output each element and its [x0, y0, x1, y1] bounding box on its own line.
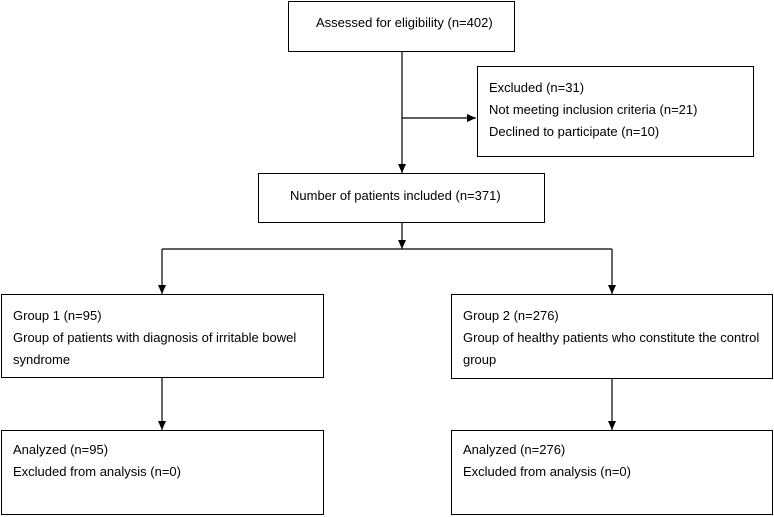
excluded-reason-declined: Declined to participate (n=10)	[489, 124, 660, 139]
analysis-2-analyzed: Analyzed (n=276)	[463, 442, 566, 457]
included-text: Number of patients included (n=371)	[290, 188, 501, 203]
assessed-box: Assessed for eligibility (n=402)	[288, 1, 515, 52]
excluded-title: Excluded (n=31)	[489, 80, 585, 95]
group-2-description: Group of healthy patients who constitute…	[463, 330, 760, 367]
analysis-2-excluded: Excluded from analysis (n=0)	[463, 464, 631, 479]
group-2-title: Group 2 (n=276)	[463, 308, 559, 323]
analysis-1-box: Analyzed (n=95) Excluded from analysis (…	[1, 430, 324, 515]
included-box: Number of patients included (n=371)	[258, 173, 545, 223]
analysis-1-analyzed: Analyzed (n=95)	[13, 442, 109, 457]
excluded-reason-criteria: Not meeting inclusion criteria (n=21)	[489, 102, 698, 117]
group-1-box: Group 1 (n=95) Group of patients with di…	[1, 294, 324, 378]
group-1-description: Group of patients with diagnosis of irri…	[13, 330, 297, 367]
group-1-title: Group 1 (n=95)	[13, 308, 102, 323]
analysis-1-excluded: Excluded from analysis (n=0)	[13, 464, 181, 479]
excluded-box: Excluded (n=31) Not meeting inclusion cr…	[477, 66, 754, 157]
assessed-text: Assessed for eligibility (n=402)	[316, 15, 493, 30]
group-2-box: Group 2 (n=276) Group of healthy patient…	[451, 294, 773, 379]
analysis-2-box: Analyzed (n=276) Excluded from analysis …	[451, 430, 773, 515]
